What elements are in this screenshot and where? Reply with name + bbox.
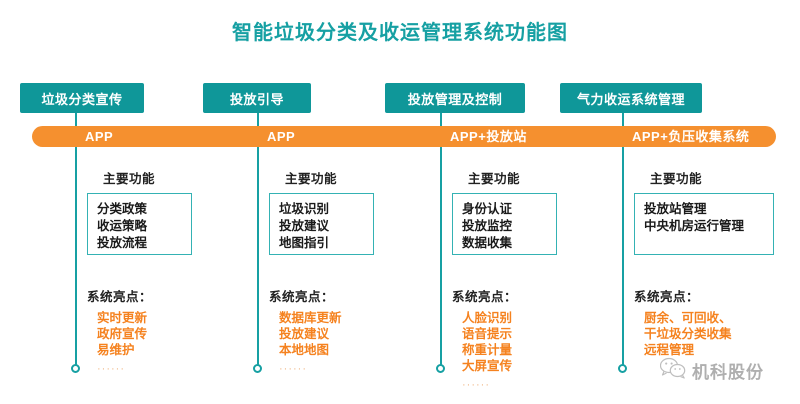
- highlight-item: 投放建议: [279, 327, 330, 341]
- watermark-text: 机科股份: [692, 363, 764, 382]
- watermark: 机科股份: [659, 357, 764, 384]
- highlights-ellipsis-col1: ······: [97, 363, 125, 375]
- band-label-col4: APP+负压收集系统: [632, 129, 750, 144]
- highlights-col1: 系统亮点： 实时更新 政府宣传 易维护 ······: [87, 286, 152, 375]
- header-box-col2[interactable]: 投放引导: [203, 83, 311, 113]
- connector-line-col4: [622, 113, 624, 368]
- highlight-item: 本地地图: [279, 343, 330, 357]
- main-function-item: 投放站管理: [644, 202, 707, 216]
- main-function-item: 中央机房运行管理: [644, 219, 745, 233]
- highlights-list-col4: 厨余、可回收、 干垃圾分类收集 远程管理: [634, 310, 732, 358]
- band-label-col3: APP+投放站: [450, 129, 527, 144]
- highlight-item: 数据库更新: [279, 311, 342, 325]
- connector-endpoint-col3: [436, 364, 445, 373]
- highlights-ellipsis-col2: ······: [279, 363, 307, 375]
- main-functions-title-col4: 主要功能: [650, 172, 703, 186]
- highlight-item: 人脸识别: [462, 311, 513, 325]
- highlight-item: 厨余、可回收、: [644, 311, 732, 325]
- highlight-item: 实时更新: [97, 311, 148, 325]
- main-functions-box-col3: 身份认证 投放监控 数据收集: [452, 193, 557, 255]
- wechat-icon: [659, 357, 686, 384]
- highlights-ellipsis-col3: ······: [462, 379, 490, 391]
- main-functions-box-col4: 投放站管理 中央机房运行管理: [634, 193, 774, 255]
- highlights-list-col2: 数据库更新 投放建议 本地地图: [269, 310, 342, 358]
- highlight-item: 远程管理: [644, 343, 695, 357]
- main-functions-title-col1: 主要功能: [103, 172, 156, 186]
- main-function-item: 地图指引: [279, 236, 330, 250]
- page-title: 智能垃圾分类及收运管理系统功能图: [232, 22, 568, 44]
- highlight-item: 政府宣传: [97, 327, 148, 341]
- main-functions-title-col2: 主要功能: [285, 172, 338, 186]
- connector-endpoint-col1: [71, 364, 80, 373]
- column-2: 主要功能 垃圾识别 投放建议 地图指引: [269, 168, 374, 255]
- column-4: 主要功能 投放站管理 中央机房运行管理: [634, 168, 774, 255]
- main-function-item: 投放流程: [97, 236, 148, 250]
- highlight-item: 易维护: [97, 343, 135, 357]
- header-box-col4[interactable]: 气力收运系统管理: [560, 83, 702, 113]
- main-function-item: 垃圾识别: [279, 202, 330, 216]
- header-box-col3[interactable]: 投放管理及控制: [385, 83, 525, 113]
- main-function-item: 数据收集: [462, 236, 513, 250]
- main-function-item: 分类政策: [97, 202, 148, 216]
- highlights-col4: 系统亮点： 厨余、可回收、 干垃圾分类收集 远程管理: [634, 286, 732, 358]
- column-1: 主要功能 分类政策 收运策略 投放流程: [87, 168, 192, 255]
- main-functions-box-col2: 垃圾识别 投放建议 地图指引: [269, 193, 374, 255]
- highlight-item: 称重计量: [462, 343, 513, 357]
- main-functions-title-col3: 主要功能: [468, 172, 521, 186]
- main-functions-box-col1: 分类政策 收运策略 投放流程: [87, 193, 192, 255]
- highlights-title-col1: 系统亮点：: [87, 290, 153, 304]
- highlight-item: 语音提示: [462, 327, 513, 341]
- platform-band: [32, 126, 776, 147]
- header-box-col1[interactable]: 垃圾分类宣传: [20, 83, 144, 113]
- highlights-col2: 系统亮点： 数据库更新 投放建议 本地地图 ······: [269, 286, 342, 375]
- column-3: 主要功能 身份认证 投放监控 数据收集: [452, 168, 557, 255]
- main-function-item: 投放建议: [279, 219, 330, 233]
- band-label-col2: APP: [267, 129, 296, 144]
- connector-endpoint-col2: [253, 364, 262, 373]
- highlights-title-col4: 系统亮点：: [634, 290, 700, 304]
- connector-endpoint-col4: [618, 364, 627, 373]
- connector-line-col3: [440, 113, 442, 368]
- main-function-item: 身份认证: [462, 202, 513, 216]
- connector-line-col1: [75, 113, 77, 368]
- connector-line-col2: [257, 113, 259, 368]
- highlights-list-col1: 实时更新 政府宣传 易维护: [87, 310, 152, 358]
- highlights-list-col3: 人脸识别 语音提示 称重计量 大屏宣传: [452, 310, 517, 374]
- band-label-col1: APP: [85, 129, 114, 144]
- highlights-title-col3: 系统亮点：: [452, 290, 518, 304]
- highlight-item: 大屏宣传: [462, 359, 513, 373]
- highlight-item: 干垃圾分类收集: [644, 327, 732, 341]
- main-function-item: 收运策略: [97, 219, 148, 233]
- main-function-item: 投放监控: [462, 219, 513, 233]
- highlights-title-col2: 系统亮点：: [269, 290, 335, 304]
- highlights-col3: 系统亮点： 人脸识别 语音提示 称重计量 大屏宣传 ······: [452, 286, 517, 391]
